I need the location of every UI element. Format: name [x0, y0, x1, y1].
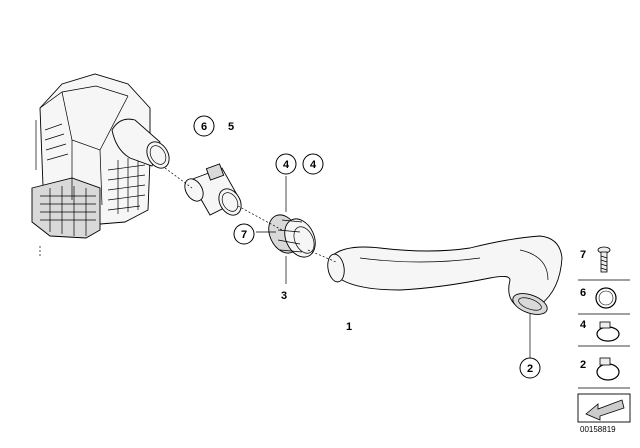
air-mass-sensor [184, 163, 242, 216]
callout-4a: 4 [275, 153, 297, 175]
svg-text:6: 6 [201, 121, 207, 133]
callout-5: 5 [228, 121, 234, 133]
callout-3: 3 [281, 290, 287, 302]
callout-1: 1 [346, 321, 352, 333]
callout-7: 7 [233, 223, 255, 245]
svg-text:7: 7 [241, 229, 247, 241]
screw-icon [597, 246, 611, 273]
wire-clamp-icon [595, 287, 617, 309]
direction-arrow-icon [577, 393, 631, 423]
hose-clamp-icon [596, 321, 620, 342]
intake-hose [327, 235, 563, 315]
legend-number-6: 6 [580, 287, 586, 299]
hose-clamp-icon [596, 357, 620, 381]
air-filter-housing [31, 73, 170, 239]
legend-number-2: 2 [580, 359, 586, 371]
rubber-boot [268, 214, 316, 258]
svg-text:2: 2 [527, 363, 533, 375]
callout-2: 2 [519, 357, 541, 379]
legend: 7 6 4 2 [578, 246, 630, 389]
legend-number-4: 4 [580, 319, 587, 331]
legend-number-7: 7 [580, 249, 586, 261]
callout-4b: 4 [302, 153, 324, 175]
leader-lines [39, 167, 531, 360]
diagram-id: 00158819 [580, 425, 616, 434]
svg-text:4: 4 [310, 159, 317, 171]
svg-text:4: 4 [283, 159, 290, 171]
callout-6: 6 [193, 115, 215, 137]
